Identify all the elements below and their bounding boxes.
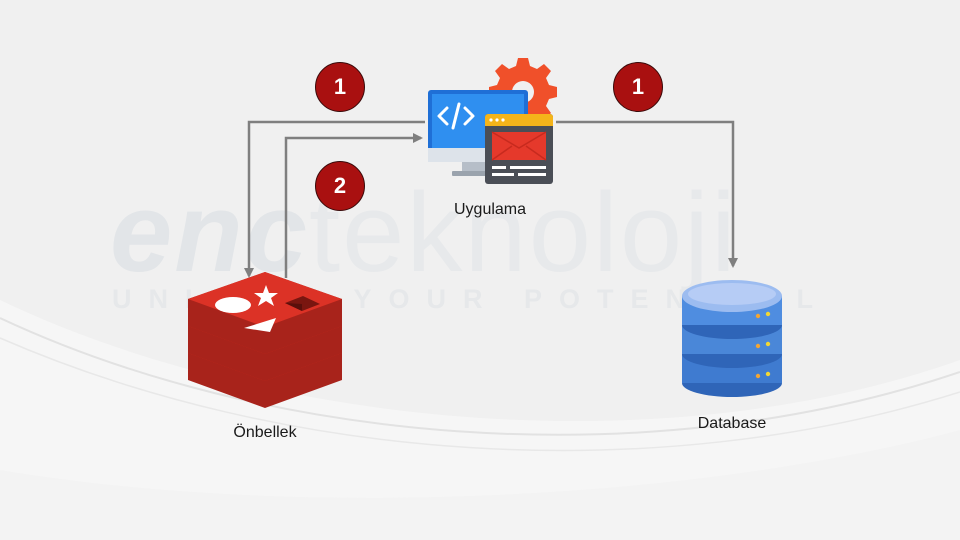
watermark-word: teknoloji	[309, 170, 738, 295]
arrow-app-to-database	[556, 120, 738, 268]
step-badge-left-2: 2	[315, 161, 365, 211]
step-badge-right-1: 1	[613, 62, 663, 112]
watermark-logo: encteknoloji	[110, 168, 890, 297]
app-label: Uygulama	[453, 201, 527, 218]
database-label: Database	[697, 415, 767, 432]
arrow-app-to-cache	[244, 120, 425, 278]
database-cylinder-icon	[682, 280, 782, 397]
arrow-cache-to-app	[284, 133, 423, 278]
watermark-brand: enc	[110, 170, 309, 295]
cache-label: Önbellek	[233, 424, 297, 441]
code-window-gear-icon	[428, 58, 557, 184]
redis-stack-icon	[188, 272, 342, 408]
step-badge-left-1: 1	[315, 62, 365, 112]
